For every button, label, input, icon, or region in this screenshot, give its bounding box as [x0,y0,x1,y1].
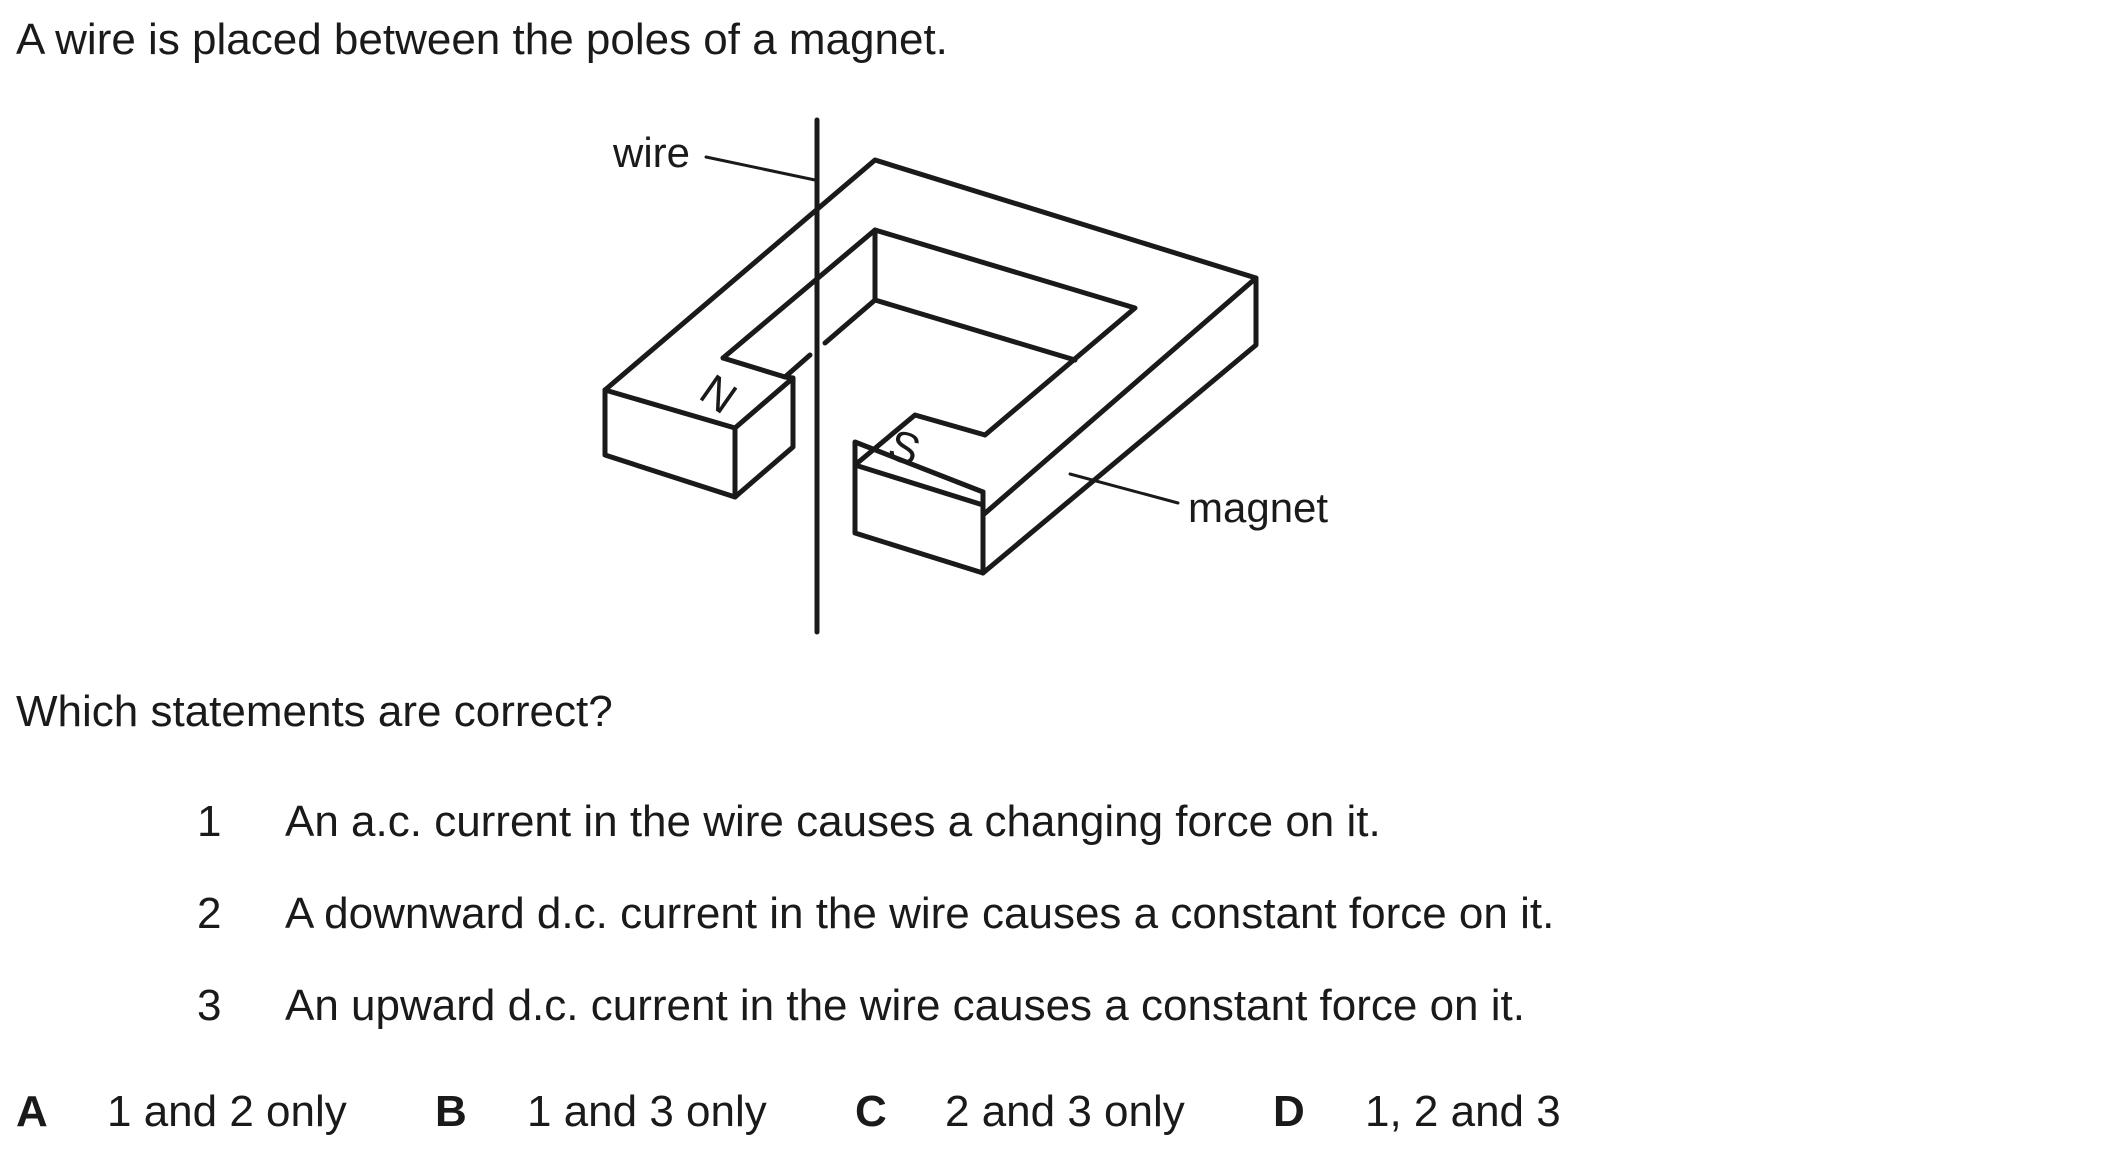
south-pole-front [852,462,986,576]
magnet-inner-back [872,227,1078,363]
option-letter: B [435,1087,467,1136]
statement-text: A downward d.c. current in the wire caus… [285,889,1555,938]
magnet-label-leader [1068,472,1180,505]
intro-text: A wire is placed between the poles of a … [16,15,948,64]
magnet-right-side [980,275,1259,576]
statement-number: 3 [197,981,222,1030]
north-pole-top [602,374,796,431]
magnet-inner-left [822,297,878,346]
option-letter: A [16,1087,48,1136]
wire-label: wire [612,129,690,176]
magnet-inner-outline [720,227,1138,468]
north-pole-right [732,375,796,500]
option-text: 1 and 3 only [527,1087,767,1136]
magnet-outer-outline [602,157,1259,518]
wire-label-leader [704,155,817,182]
statement-number: 2 [197,889,222,938]
option-text: 2 and 3 only [945,1087,1185,1136]
option-text: 1 and 2 only [107,1087,347,1136]
statement-number: 1 [197,797,222,846]
statement-text: An a.c. current in the wire causes a cha… [285,797,1381,846]
statement-text: An upward d.c. current in the wire cause… [285,981,1525,1030]
magnet-inner-left-lower [720,352,813,380]
north-pole-front [602,387,738,500]
magnet-label: magnet [1188,484,1328,531]
option-letter: D [1273,1087,1305,1136]
option-text: 1, 2 and 3 [1365,1087,1561,1136]
option-letter: C [855,1087,887,1136]
question-text: Which statements are correct? [16,687,613,736]
